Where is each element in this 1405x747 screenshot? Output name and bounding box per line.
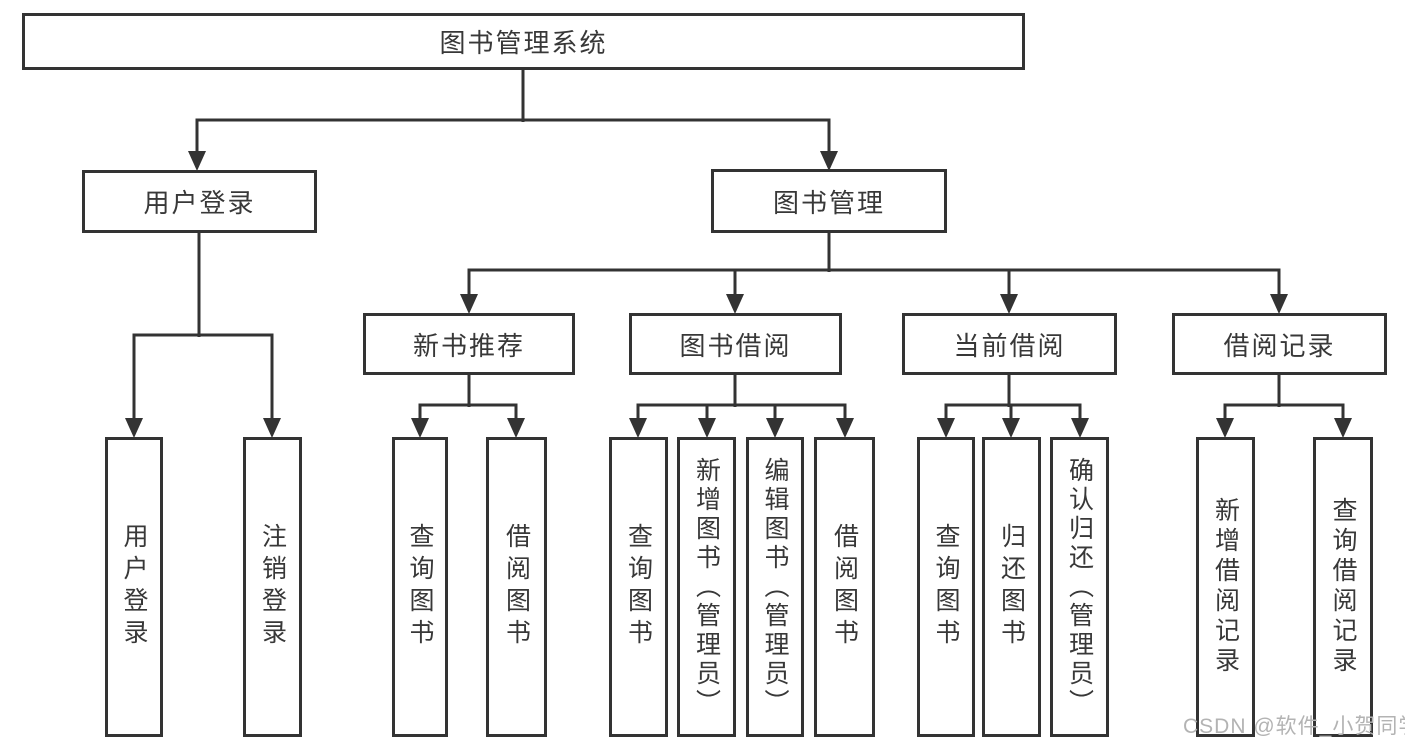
leaf-records-query-record: 查询借阅记录 xyxy=(1313,437,1373,737)
leaf-logout: 注销登录 xyxy=(243,437,302,737)
leaf-recommend-query-books: 查询图书 xyxy=(392,437,448,737)
leaf-borrowing-borrow-books: 借阅图书 xyxy=(814,437,875,737)
node-root: 图书管理系统 xyxy=(22,13,1025,70)
leaf-borrowing-edit-books-admin: 编辑图书（管理员） xyxy=(746,437,804,737)
leaf-current-return-books: 归还图书 xyxy=(982,437,1041,737)
leaf-borrowing-add-books-admin: 新增图书（管理员） xyxy=(677,437,736,737)
node-current-borrowing: 当前借阅 xyxy=(902,313,1117,375)
leaf-records-add-record: 新增借阅记录 xyxy=(1196,437,1255,737)
node-new-book-recommend: 新书推荐 xyxy=(363,313,575,375)
leaf-user-login: 用户登录 xyxy=(105,437,163,737)
leaf-recommend-borrow-books: 借阅图书 xyxy=(486,437,547,737)
leaf-current-query-books: 查询图书 xyxy=(917,437,975,737)
node-user-login: 用户登录 xyxy=(82,170,317,233)
node-book-borrowing: 图书借阅 xyxy=(629,313,842,375)
watermark: CSDN @软件_小贺同学 xyxy=(1183,715,1405,738)
leaf-current-confirm-return-admin: 确认归还（管理员） xyxy=(1050,437,1109,737)
node-book-management: 图书管理 xyxy=(711,169,947,233)
leaf-borrowing-query-books: 查询图书 xyxy=(609,437,668,737)
node-borrowing-records: 借阅记录 xyxy=(1172,313,1387,375)
